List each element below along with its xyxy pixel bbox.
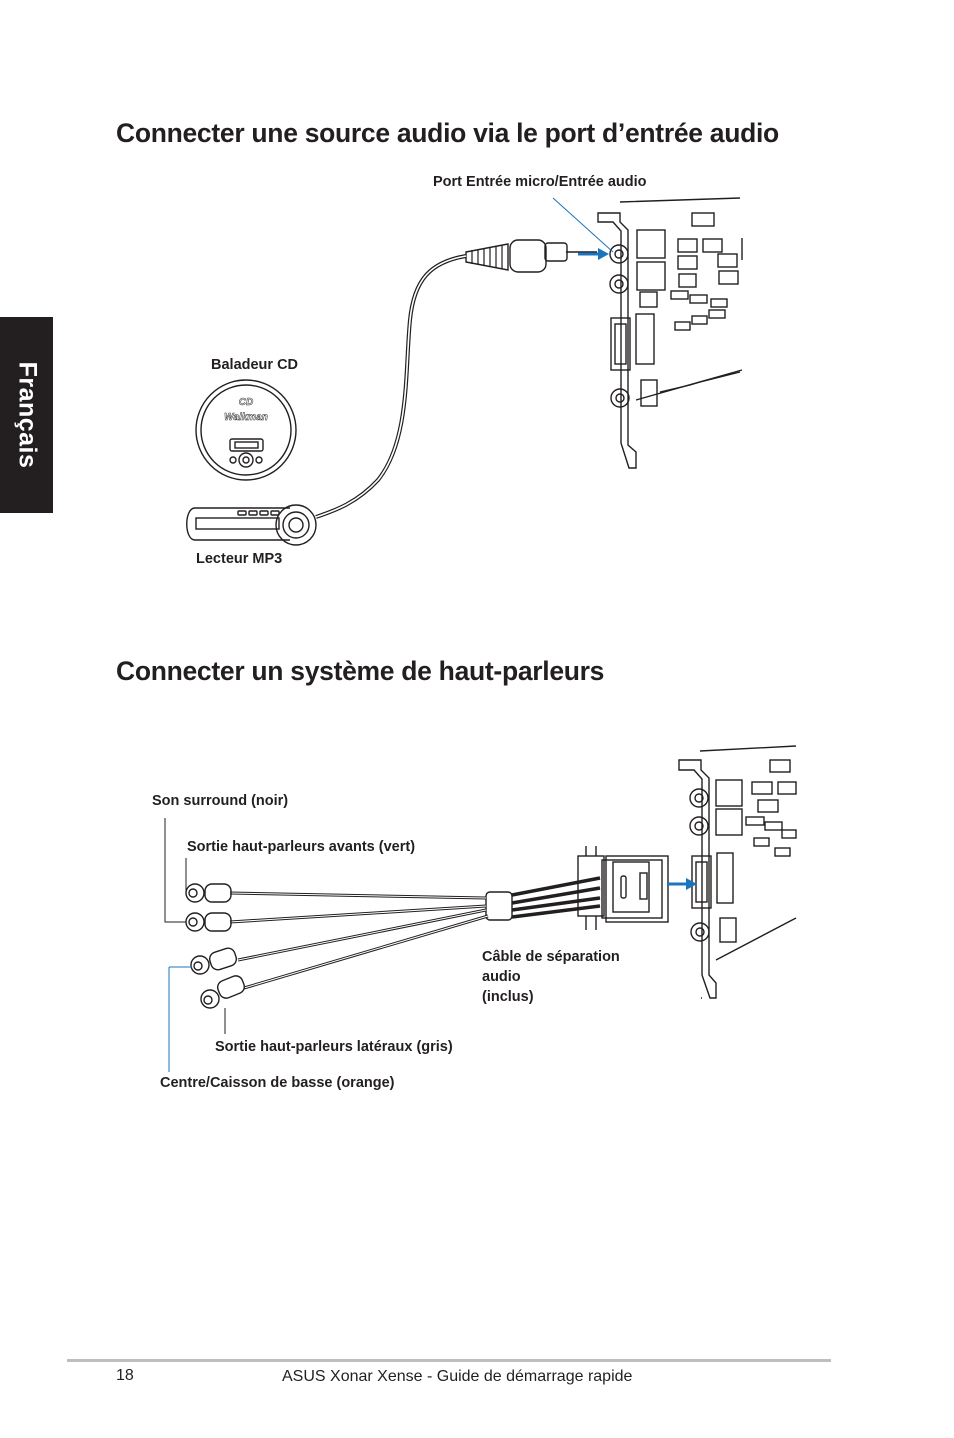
splitter-cable-label: Câble de séparation audio (inclus): [482, 949, 620, 1005]
card-bracket-2: [678, 759, 717, 999]
footer-rule: [67, 1359, 831, 1362]
page-number: 18: [116, 1367, 134, 1384]
cd-player: [195, 379, 297, 481]
cd-logo-line2: Walkman: [224, 412, 268, 423]
arrow-blue-2: [686, 878, 697, 890]
center-subwoofer-label: Centre/Caisson de basse (orange): [160, 1075, 395, 1091]
cd-player-label: Baladeur CD: [211, 357, 299, 373]
section2-title: Connecter un système de haut-parleurs: [116, 656, 605, 686]
side-speakers-label: Sortie haut-parleurs latéraux (gris): [215, 1039, 453, 1055]
speaker-illustration: [164, 745, 797, 1072]
audio-input-illustration: CD Walkman: [186, 197, 743, 546]
card-bracket-1: [597, 212, 637, 469]
mp3-player: [186, 507, 290, 541]
mp3-player-label: Lecteur MP3: [196, 551, 283, 567]
surround-label: Son surround (noir): [152, 793, 289, 809]
cd-logo-line1: CD: [239, 397, 253, 408]
arrow-blue-1: [598, 248, 609, 260]
front-speakers-label: Sortie haut-parleurs avants (vert): [187, 839, 416, 855]
mic-jack: [609, 244, 629, 264]
section1-title: Connecter une source audio via le port d…: [116, 118, 779, 148]
footer-title: ASUS Xonar Xense - Guide de démarrage ra…: [282, 1368, 633, 1385]
language-tab: Français: [0, 317, 53, 513]
port-label: Port Entrée micro/Entrée audio: [433, 174, 647, 190]
